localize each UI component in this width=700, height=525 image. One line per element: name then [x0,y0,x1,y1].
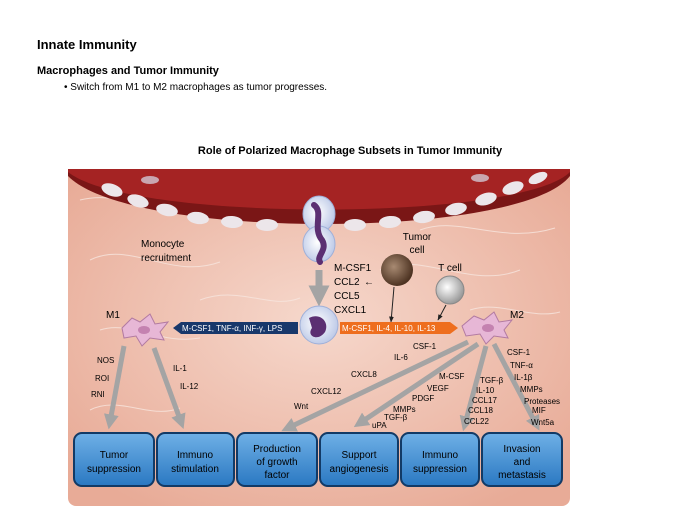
tissue-fibers [79,197,561,412]
m1-signals: M-CSF1, TNF-α, INF-γ, LPS [182,324,282,333]
suppression-factor: TGF-β [480,376,504,385]
box-growth-factor: Production of growth factor [236,432,318,487]
m2-polarization-arrow [340,322,458,334]
box-immuno-suppression: Immuno suppression [400,432,480,487]
m2-label: M2 [510,310,524,321]
invasion-factor: Wnt5a [531,418,555,427]
invasion-factor: MMPs [520,385,543,394]
invasion-factor: TNF-α [510,361,533,370]
m1-polarization-arrow [173,322,298,334]
diagram-title: Role of Polarized Macrophage Subsets in … [197,145,503,157]
tumor-signal-arrow [389,286,395,323]
angiogenesis-factor: PDGF [412,394,434,403]
suppression-factor: CCL17 [472,396,497,405]
box-label: Tumor [100,450,129,461]
box-label: metastasis [498,470,546,481]
box-label: Support [341,450,376,461]
suppression-factor: CCL22 [464,417,489,426]
angiogenesis-factor: uPA [372,421,387,430]
m1-product: NOS [97,356,114,365]
growth-factor: Wnt [294,402,309,411]
suppression-factor: CCL18 [468,406,493,415]
m1-label: M1 [106,310,120,321]
box-angiogenesis: Support angiogenesis [319,432,399,487]
outcome-boxes: Tumor suppression Immuno stimulation Pro… [73,432,563,487]
monocyte-cell [299,305,339,345]
angiogenesis-factor: M-CSF [439,372,464,381]
tcell-signal-arrow [437,304,447,321]
m2-macrophage [461,311,514,345]
t-cell [435,275,465,305]
tumor-cell-label-line1: Tumor [403,232,432,243]
chemokine-ccl2: CCL2 [334,277,360,288]
chemokine-mcsf1: M-CSF1 [334,263,372,274]
angiogenesis-factor: VEGF [427,384,449,393]
invasion-factor: IL-1β [514,373,533,382]
section-heading: Macrophages and Tumor Immunity [37,65,219,77]
monocyte-label-line2: recruitment [141,253,191,264]
growth-factor: CXCL8 [351,370,377,379]
t-cell-label: T cell [438,263,462,274]
effect-arrows [103,339,540,432]
tumor-cell-label-line2: cell [409,245,424,256]
m1-product: IL-12 [180,382,199,391]
box-label: factor [264,470,290,481]
box-label: Immuno [422,450,459,461]
box-label: Production [253,444,301,455]
growth-factor: IL-6 [394,353,408,362]
box-label: and [514,457,531,468]
m1-product: ROI [95,374,109,383]
box-label: suppression [87,464,141,475]
angiogenesis-factor: TGF-β [384,413,408,422]
box-label: of growth [256,457,297,468]
box-label: Invasion [503,444,540,455]
growth-factor: CXCL12 [311,387,342,396]
suppression-factor: IL-10 [476,386,495,395]
chemokine-arrow: ← [364,277,374,288]
monocyte-label-line1: Monocyte [141,239,185,250]
box-label: stimulation [171,464,219,475]
invasion-factor: Proteases [524,397,560,406]
m1-product: RNI [91,390,105,399]
m2-signals: M-CSF1, IL-4, IL-10, IL-13 [342,324,436,333]
red-blood-cells [101,171,548,231]
box-invasion-metastasis: Invasion and metastasis [481,432,563,487]
box-label: suppression [413,464,467,475]
angiogenesis-factor: MMPs [393,405,416,414]
page-title: Innate Immunity [37,37,137,52]
box-tumor-suppression: Tumor suppression [73,432,155,487]
bullet-point: • Switch from M1 to M2 macrophages as tu… [64,82,328,93]
invasion-factor: CSF-1 [507,348,531,357]
invasion-factor: MIF [532,406,546,415]
m1-macrophage [121,313,170,347]
chemokine-ccl5: CCL5 [334,291,360,302]
blood-vessel-lumen [68,169,570,210]
monocyte-extravasating [302,195,336,265]
chemokine-cxcl1: CXCL1 [334,305,367,316]
growth-factor: CSF-1 [413,342,437,351]
m1-product: IL-1 [173,364,187,373]
box-immuno-stimulation: Immuno stimulation [156,432,235,487]
box-label: angiogenesis [330,464,389,475]
box-label: Immuno [177,450,214,461]
tumor-cell [381,254,413,286]
